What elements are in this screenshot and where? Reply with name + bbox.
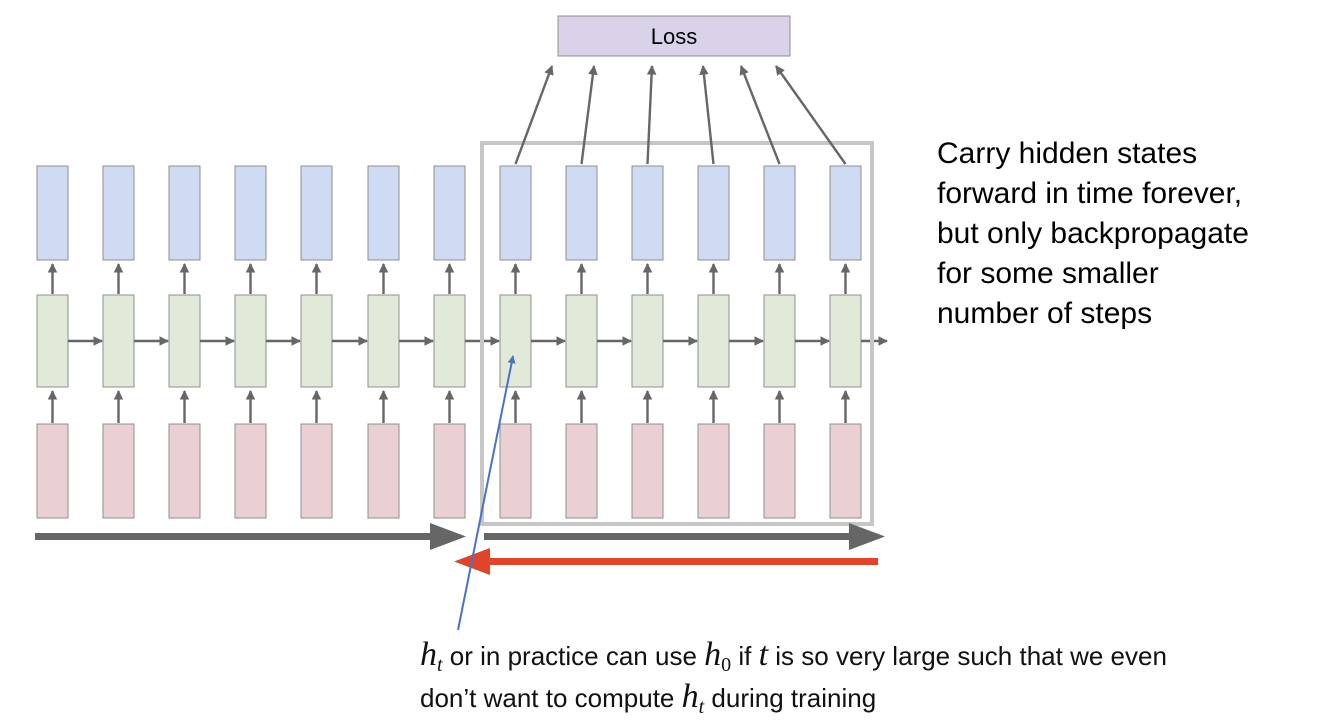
output-cell	[367, 165, 400, 261]
output-to-loss-arrow	[514, 65, 554, 165]
initial-state-pointer-arrow	[457, 355, 516, 631]
output-to-loss-arrow	[775, 65, 847, 165]
input-cell	[102, 423, 135, 519]
input-cell	[433, 423, 466, 519]
output-cell	[631, 165, 664, 261]
caption-line-2: don’t want to compute ht during training	[420, 678, 877, 718]
side-note-line: Carry hidden states	[937, 137, 1198, 170]
input-cell	[697, 423, 730, 519]
output-to-loss-arrow	[739, 65, 781, 165]
hidden-cell	[36, 294, 69, 388]
hidden-cell	[697, 294, 730, 388]
input-cell	[36, 423, 69, 519]
hidden-cell	[763, 294, 796, 388]
hidden-cell	[631, 294, 664, 388]
hidden-cell	[367, 294, 400, 388]
side-note-line: number of steps	[937, 297, 1153, 330]
hidden-cell	[168, 294, 201, 388]
caption-line-1: ht or in practice can use h0 if t is so …	[420, 636, 1167, 676]
math-t: t	[758, 636, 769, 673]
output-to-loss-arrow	[699, 65, 715, 165]
input-cell	[168, 423, 201, 519]
output-to-loss-arrow	[580, 65, 598, 165]
loss-label: Loss	[651, 24, 697, 49]
input-cell	[565, 423, 598, 519]
output-cell	[102, 165, 135, 261]
loss-box	[557, 15, 791, 57]
hidden-cell	[102, 294, 135, 388]
hidden-cell	[300, 294, 333, 388]
input-cell	[234, 423, 267, 519]
hidden-cell	[433, 294, 466, 388]
output-to-loss-arrow	[646, 65, 657, 165]
output-cell	[763, 165, 796, 261]
math-h-0: h0	[704, 636, 732, 676]
input-cell	[367, 423, 400, 519]
forward-arrow-earlier	[35, 523, 466, 550]
hidden-cell	[234, 294, 267, 388]
side-note-line: for some smaller	[937, 257, 1159, 290]
input-cell	[763, 423, 796, 519]
backprop-arrow	[454, 548, 878, 575]
math-h-t: ht	[681, 678, 705, 718]
input-cell	[300, 423, 333, 519]
output-cell	[829, 165, 862, 261]
output-cell	[36, 165, 69, 261]
input-cell	[499, 423, 532, 519]
output-cell	[499, 165, 532, 261]
output-cell	[300, 165, 333, 261]
side-note: Carry hidden states forward in time fore…	[937, 134, 1317, 334]
output-cell	[433, 165, 466, 261]
input-cell	[631, 423, 664, 519]
hidden-cell	[565, 294, 598, 388]
hidden-cell	[499, 294, 532, 388]
hidden-cell	[829, 294, 862, 388]
side-note-line: but only backpropagate	[937, 217, 1249, 250]
math-h-t: ht	[420, 636, 443, 676]
input-cell	[829, 423, 862, 519]
output-cell	[565, 165, 598, 261]
output-cell	[234, 165, 267, 261]
forward-arrow-window	[484, 523, 885, 550]
output-cell	[168, 165, 201, 261]
side-note-line: forward in time forever,	[937, 177, 1243, 210]
truncation-window	[480, 141, 874, 526]
output-cell	[697, 165, 730, 261]
